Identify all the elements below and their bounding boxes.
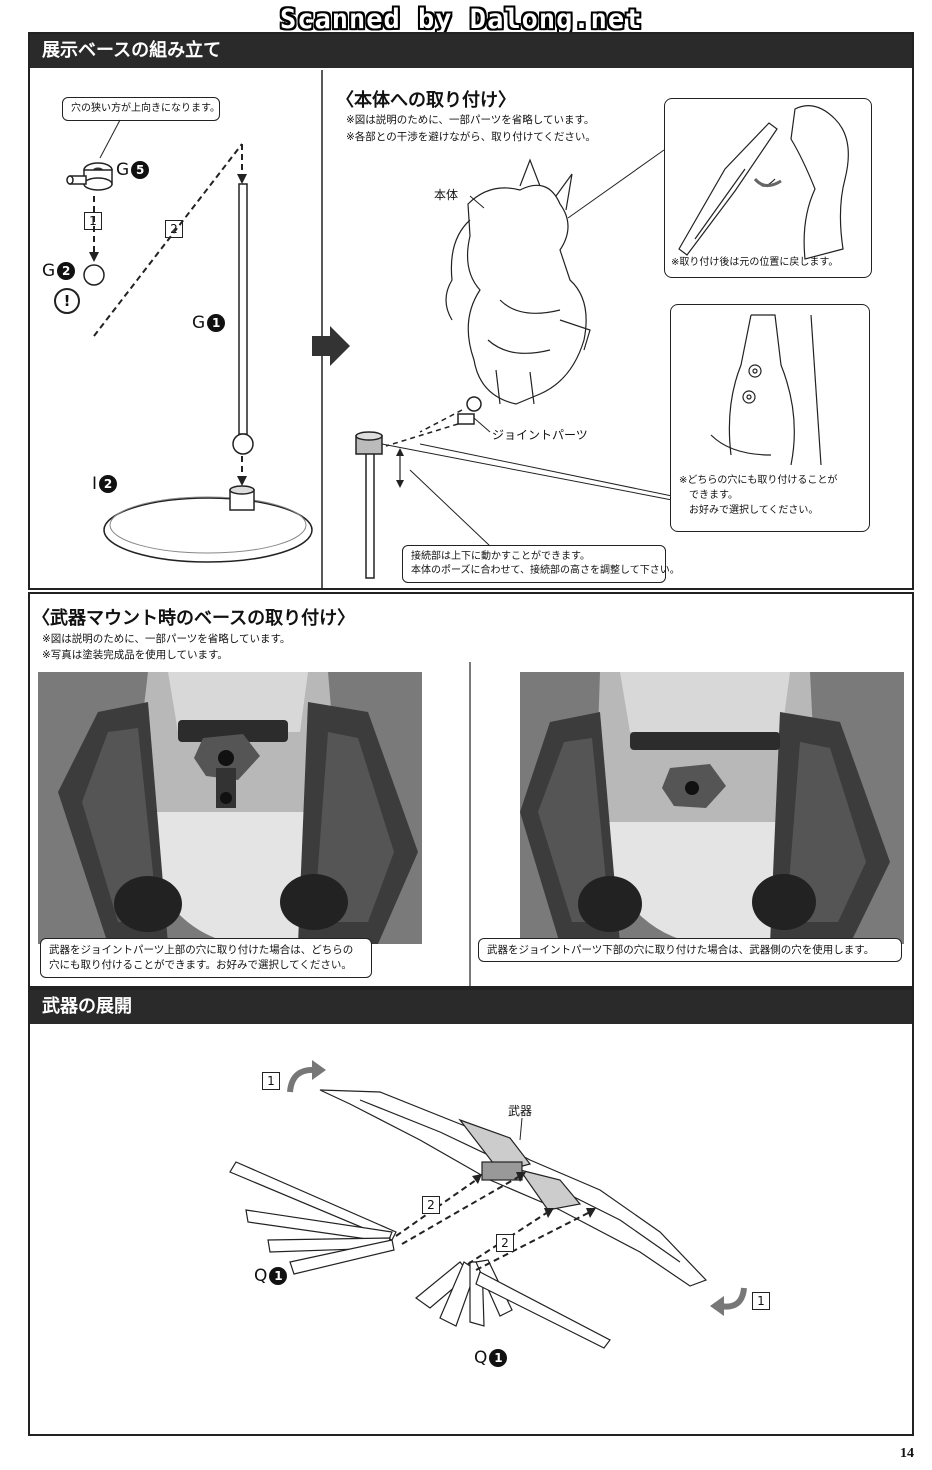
adjust-line-2: 本体のポーズに合わせて、接続部の高さを調整して下さい。 bbox=[411, 565, 680, 576]
caption-lower-hole: 武器をジョイントパーツ下部の穴に取り付けた場合は、武器側の穴を使用します。 bbox=[478, 938, 902, 962]
section-deploy-title: 武器の展開 bbox=[30, 990, 912, 1024]
inset-either-note-2: できます。 bbox=[689, 490, 738, 501]
label-weapon: 武器 bbox=[508, 1104, 533, 1118]
part-number-i2: 2 bbox=[99, 475, 118, 493]
callout-hole-direction: 穴の狭い方が上向きになります。 bbox=[62, 97, 220, 121]
deploy-step-1-bottom: 1 bbox=[752, 1292, 770, 1310]
part-number-2: 2 bbox=[57, 262, 76, 280]
inset-either-note-3: お好みで選択してください。 bbox=[689, 505, 819, 516]
label-joint-part: ジョイントパーツ bbox=[492, 428, 588, 442]
part-number-1: 1 bbox=[207, 314, 226, 332]
inset-weapon-fold: ※取り付け後は元の位置に戻します。 bbox=[664, 98, 872, 278]
inset-hole-line-art bbox=[710, 314, 822, 466]
mount-note-1: ※図は説明のために、一部パーツを省略しています。 bbox=[346, 114, 595, 126]
weapon-mount-note-2: ※写真は塗装完成品を使用しています。 bbox=[42, 649, 228, 661]
photo-lower-hole bbox=[520, 672, 904, 944]
caption-upper-line-2: 穴にも取り付けることができます。お好みで選択してください。 bbox=[49, 959, 352, 971]
caption-upper-line-1: 武器をジョイントパーツ上部の穴に取り付けた場合は、どちらの bbox=[49, 944, 354, 956]
rotate-arrow-icon-top bbox=[288, 1060, 328, 1094]
step-badge-2: 2 bbox=[165, 220, 183, 238]
deploy-step-2-left: 2 bbox=[422, 1196, 440, 1214]
section-weapon-mount-frame bbox=[28, 592, 914, 988]
ball-joint-g2 bbox=[83, 264, 105, 286]
section-base-title: 展示ベースの組み立て bbox=[30, 34, 912, 68]
inset-return-note: ※取り付け後は元の位置に戻します。 bbox=[671, 257, 839, 268]
photo-upper-hole-art bbox=[38, 672, 422, 944]
weapon-mount-title: 〈武器マウント時のベースの取り付け〉 bbox=[32, 608, 356, 629]
mount-title: 〈本体への取り付け〉 bbox=[336, 90, 516, 111]
deploy-step-2-right: 2 bbox=[496, 1234, 514, 1252]
inset-hole-choice: ※どちらの穴にも取り付けることが できます。 お好みで選択してください。 bbox=[670, 304, 870, 532]
deploy-step-1-top: 1 bbox=[262, 1072, 280, 1090]
inset-weapon-line-art bbox=[678, 105, 849, 260]
warning-icon: ! bbox=[54, 288, 80, 314]
callout-adjust-height: 接続部は上下に動かすことができます。 本体のポーズに合わせて、接続部の高さを調整… bbox=[402, 545, 680, 583]
part-number-q1-right: 1 bbox=[489, 1349, 508, 1367]
part-g5-drawing bbox=[66, 162, 113, 191]
photo-upper-hole bbox=[38, 672, 422, 944]
section-base-frame bbox=[28, 32, 914, 590]
rotate-arrow-icon-bottom bbox=[708, 1286, 748, 1320]
caption-upper-hole: 武器をジョイントパーツ上部の穴に取り付けた場合は、どちらの 穴にも取り付けること… bbox=[40, 938, 372, 978]
inset-either-note-1: ※どちらの穴にも取り付けることが bbox=[679, 475, 838, 486]
label-body: 本体 bbox=[434, 188, 459, 202]
mount-note-2: ※各部との干渉を避けながら、取り付けてください。 bbox=[346, 131, 596, 143]
support-pole-g1 bbox=[232, 183, 254, 455]
weapon-mount-note-1: ※図は説明のために、一部パーツを省略しています。 bbox=[42, 633, 291, 645]
scan-watermark-bar: Scanned by Dalong.net bbox=[0, 0, 932, 40]
part-number-5: 5 bbox=[131, 161, 150, 179]
base-plate-i2 bbox=[103, 485, 313, 563]
section-deploy-frame bbox=[28, 988, 914, 1436]
adjust-line-1: 接続部は上下に動かすことができます。 bbox=[411, 551, 590, 562]
scan-watermark: Scanned by Dalong.net bbox=[280, 4, 643, 35]
photo-lower-hole-art bbox=[520, 672, 904, 944]
page-number: 14 bbox=[900, 1446, 914, 1461]
part-number-q1-left: 1 bbox=[269, 1267, 288, 1285]
